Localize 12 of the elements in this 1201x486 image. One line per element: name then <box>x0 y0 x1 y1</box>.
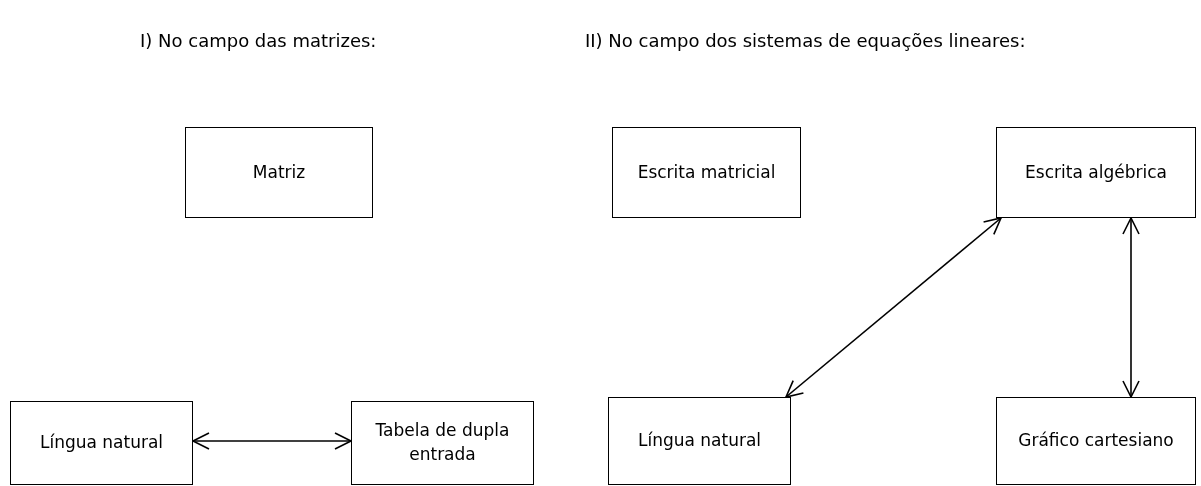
text-box: Matriz <box>185 127 373 218</box>
section-heading: II) No campo dos sistemas de equações lineares: <box>585 30 1026 51</box>
text-box: Gráfico cartesiano <box>996 397 1196 485</box>
double-arrow <box>1122 217 1140 398</box>
double-arrow <box>192 432 352 450</box>
double-arrow <box>785 217 1002 398</box>
text-box: Escrita algébrica <box>996 127 1196 218</box>
text-box: Tabela de dupla entrada <box>351 401 534 485</box>
text-box: Escrita matricial <box>612 127 801 218</box>
text-box: Língua natural <box>608 397 791 485</box>
text-box: Língua natural <box>10 401 193 485</box>
section-heading: I) No campo das matrizes: <box>140 30 377 51</box>
